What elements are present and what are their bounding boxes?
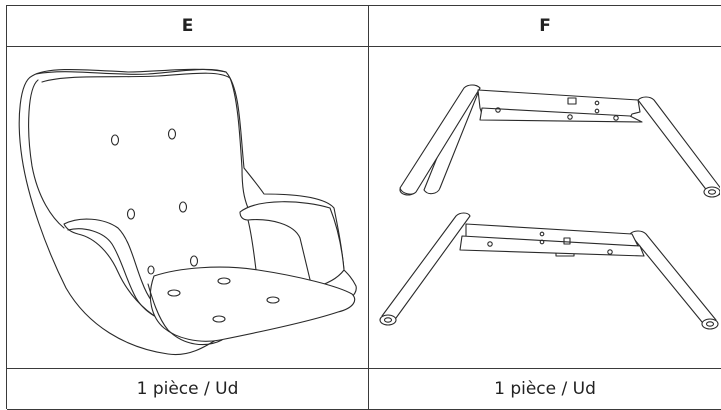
parts-table: E F xyxy=(6,5,721,410)
chair-leg-frame-icon xyxy=(379,83,720,330)
part-e-header: E xyxy=(7,6,369,47)
leg-frame-top xyxy=(399,83,720,198)
leg-frame-bottom xyxy=(379,211,719,330)
part-e-illustration xyxy=(7,47,369,369)
part-f-quantity-cell: 1 pièce / Ud xyxy=(369,369,721,410)
part-f-header: F xyxy=(369,6,721,47)
part-e-quantity: 1 pièce / Ud xyxy=(136,379,239,399)
part-e-quantity-cell: 1 pièce / Ud xyxy=(7,369,369,410)
part-f-letter: F xyxy=(539,16,551,36)
part-e-letter: E xyxy=(181,16,194,36)
part-f-quantity: 1 pièce / Ud xyxy=(494,379,596,399)
part-f-illustration xyxy=(369,47,721,369)
armchair-seat-shell-icon xyxy=(18,68,357,355)
